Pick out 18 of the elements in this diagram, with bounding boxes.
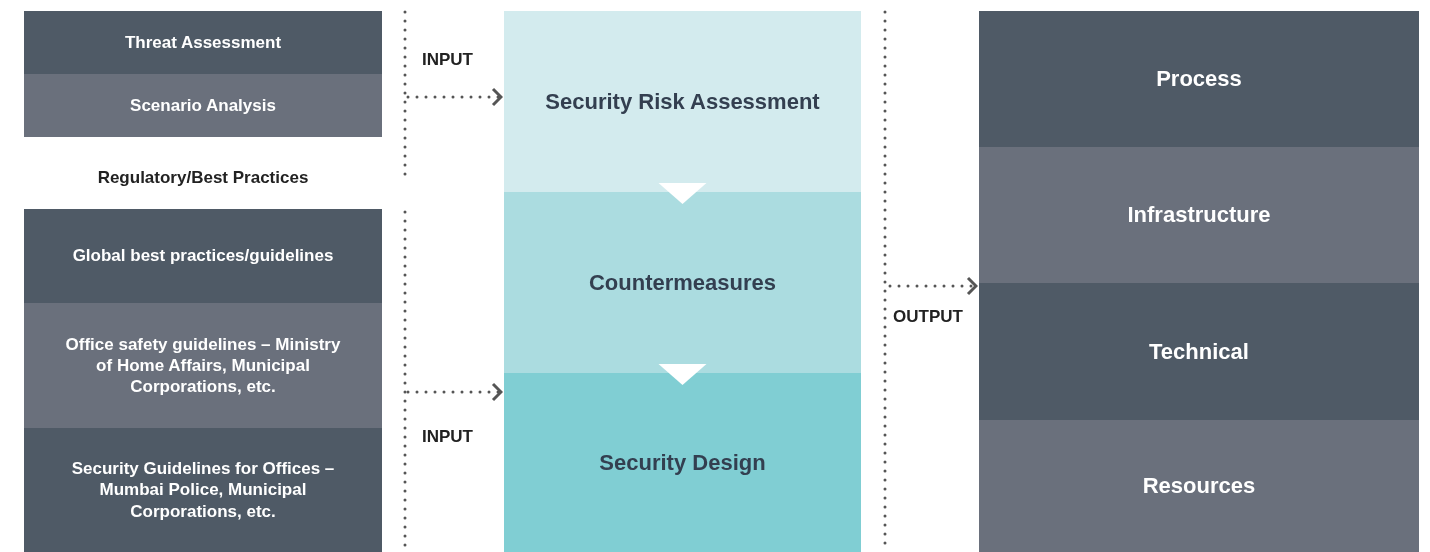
category-box: Countermeasures	[504, 192, 861, 373]
category-box: Threat Assessment	[24, 11, 382, 74]
arrow	[888, 276, 979, 296]
section-heading: Regulatory/Best Practices	[24, 160, 382, 196]
arrow	[658, 183, 707, 204]
category-box: Global best practices/guidelines	[24, 209, 382, 303]
category-box: Technical	[979, 283, 1419, 420]
category-box: Scenario Analysis	[24, 74, 382, 137]
arrow	[658, 364, 707, 385]
category-box: Office safety guidelines – Ministry of Home Affairs, Municipal Corporations, etc.	[24, 303, 382, 428]
arrow	[406, 87, 504, 107]
category-box: Process	[979, 11, 1419, 147]
category-box: Security Risk Assessment	[504, 11, 861, 192]
category-box: Infrastructure	[979, 147, 1419, 283]
arrow	[406, 382, 504, 402]
category-box: Security Design	[504, 373, 861, 552]
category-box: Security Guidelines for Offices – Mumbai Police, Municipal Corporations, etc.	[24, 428, 382, 552]
category-box: Resources	[979, 420, 1419, 552]
